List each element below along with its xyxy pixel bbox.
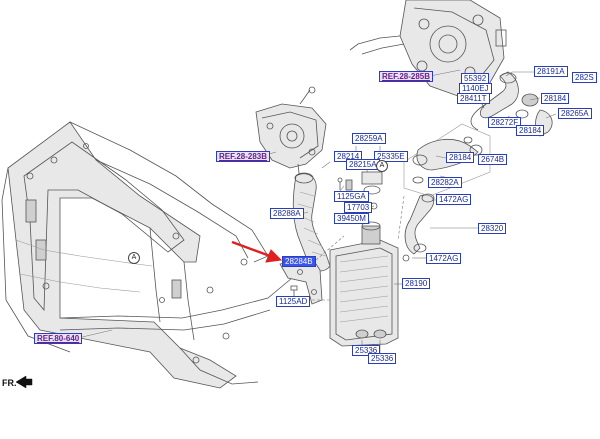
callout-a-bracket: A xyxy=(376,160,388,172)
ref-label-80-640[interactable]: REF.80-640 xyxy=(34,333,83,344)
part-label-1125ga[interactable]: 1125GA xyxy=(334,191,369,202)
highlight-arrow xyxy=(231,240,283,263)
part-label-1472ag-a[interactable]: 1472AG xyxy=(436,194,472,205)
radiator-support-frame xyxy=(1,121,293,389)
intake-manifold xyxy=(255,86,327,189)
part-label-39450m[interactable]: 39450M xyxy=(334,213,369,224)
front-direction-label: FR. xyxy=(2,378,17,388)
part-label-1125ad[interactable]: 1125AD xyxy=(276,296,311,307)
hose-28320 xyxy=(404,193,435,255)
ref-label-28-283b[interactable]: REF.28-283B xyxy=(216,151,271,162)
part-label-28288a[interactable]: 28288A xyxy=(270,208,304,219)
intercooler xyxy=(329,202,399,347)
part-label-28259a[interactable]: 28259A xyxy=(352,133,386,144)
part-label-17703[interactable]: 17703 xyxy=(344,202,373,213)
part-label-1472ag-b[interactable]: 1472AG xyxy=(426,253,462,264)
ref-label-28-285b[interactable]: REF.28-285B xyxy=(379,71,434,82)
part-label-28190[interactable]: 28190 xyxy=(402,278,431,289)
hose-28288A xyxy=(292,172,331,272)
part-label-28411t[interactable]: 28411T xyxy=(457,93,490,104)
part-label-highlighted[interactable]: 28284B xyxy=(282,256,316,267)
part-label-28215a[interactable]: 28215A xyxy=(346,159,380,170)
part-label-28184-b[interactable]: 28184 xyxy=(516,125,545,136)
part-label-28320[interactable]: 28320 xyxy=(478,223,507,234)
part-label-28191a[interactable]: 28191A xyxy=(534,66,568,77)
actuator-group xyxy=(345,171,383,195)
part-label-282s[interactable]: 282S xyxy=(572,72,597,83)
front-direction-arrow xyxy=(15,375,33,389)
part-label-28272f[interactable]: 28272F xyxy=(488,117,522,128)
part-label-28265a[interactable]: 28265A xyxy=(558,108,592,119)
part-label-2674b[interactable]: 2674B xyxy=(478,154,508,165)
part-label-28184-a[interactable]: 28184 xyxy=(541,93,570,104)
part-label-25335e[interactable]: 25335E xyxy=(374,151,408,162)
part-label-25336-b[interactable]: 25336 xyxy=(368,353,397,364)
part-label-28184-c[interactable]: 28184 xyxy=(446,152,475,163)
callout-a-frame: A xyxy=(128,252,140,264)
part-label-25336-a[interactable]: 25336 xyxy=(352,345,381,356)
part-label-28282a[interactable]: 28282A xyxy=(428,177,462,188)
